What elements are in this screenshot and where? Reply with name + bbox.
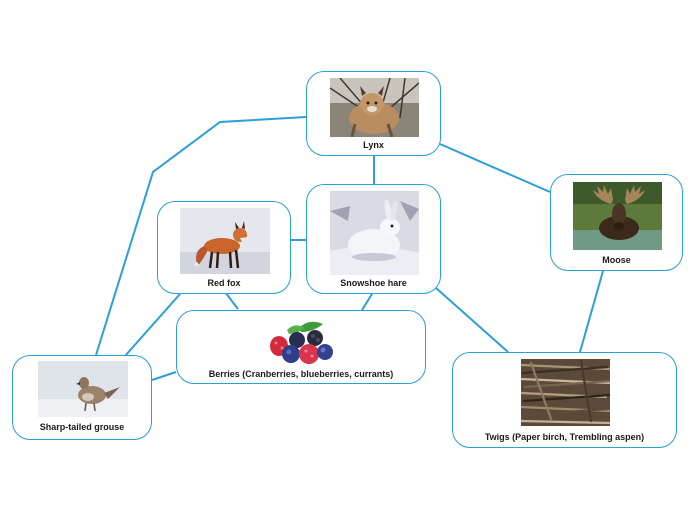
sharp-tailed-grouse-picture [38,361,128,417]
sharp-tailed-grouse-label: Sharp-tailed grouse [39,422,125,432]
moose-label: Moose [602,255,631,265]
berries-label: Berries (Cranberries, blueberries, curra… [208,369,394,379]
link-lynx-sharp-tailed-grouse [95,116,307,356]
node-moose[interactable]: Moose [550,174,683,271]
node-sharp-tailed-grouse[interactable]: Sharp-tailed grouse [12,355,152,440]
twigs-picture [521,359,610,426]
moose-picture [573,182,662,250]
twigs-label: Twigs (Paper birch, Trembling aspen) [484,432,645,442]
link-moose-twigs [579,270,604,353]
node-twigs[interactable]: Twigs (Paper birch, Trembling aspen) [452,352,677,448]
link-berries-sharp-tailed-grouse [151,371,177,381]
snowshoe-hare-picture [330,191,419,275]
node-snowshoe-hare[interactable]: Snowshoe hare [306,184,441,294]
red-fox-picture [180,208,270,274]
node-berries[interactable]: Berries (Cranberries, blueberries, curra… [176,310,426,384]
snowshoe-hare-label: Snowshoe hare [340,278,407,288]
red-fox-label: Red fox [207,278,241,288]
lynx-label: Lynx [363,140,384,150]
link-snowshoe-hare-twigs [435,287,509,353]
link-red-fox-sharp-tailed-grouse [124,293,181,357]
lynx-picture [330,78,419,137]
link-lynx-moose [439,143,551,193]
link-snowshoe-hare-berries [361,293,373,311]
berries-picture [265,318,337,366]
node-lynx[interactable]: Lynx [306,71,441,156]
node-red-fox[interactable]: Red fox [157,201,291,294]
link-red-fox-berries [224,291,239,310]
